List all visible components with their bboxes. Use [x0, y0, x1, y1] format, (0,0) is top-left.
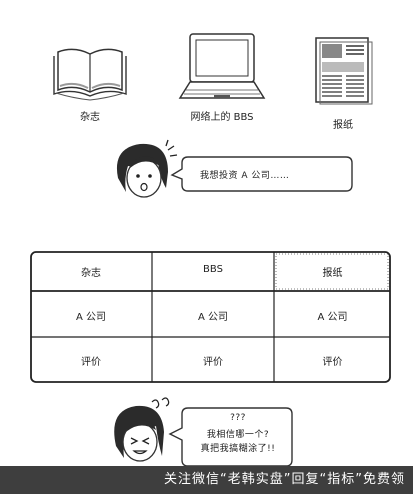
bbs-label: 网络上的 BBS [190, 112, 254, 123]
newspaper-label: 报纸 [333, 120, 353, 131]
comparison-table: 杂志 BBS 报纸 A 公司 A 公司 A 公司 评价 评价 评价 [30, 251, 391, 383]
speech-top-text: 我想投资 A 公司…… [200, 171, 290, 181]
footer-banner: 关注微信“老韩实盘”回复“指标”免费领 [0, 466, 413, 494]
table-header-magazine: 杂志 [81, 268, 101, 279]
speech-bottom-line2: 我相信哪一个? [206, 430, 270, 440]
laptop-icon [178, 33, 266, 99]
table-cell-company-1: A 公司 [75, 312, 107, 323]
table-cell-rating-3: 评价 [322, 357, 343, 368]
table-cell-rating-2: 评价 [203, 357, 223, 368]
table-header-newspaper: 报纸 [322, 268, 343, 279]
book-icon [53, 48, 127, 101]
table-cell-rating-1: 评价 [81, 357, 101, 368]
table-cell-company-2: A 公司 [197, 312, 229, 323]
speech-bubble-top [170, 156, 353, 192]
speech-bubble-bottom [168, 407, 293, 467]
speech-bottom-line3: 真把我搞糊涂了!! [200, 444, 276, 454]
speech-bottom-line1: ??? [230, 413, 246, 423]
table-header-bbs: BBS [203, 264, 223, 275]
table-cell-company-3: A 公司 [317, 312, 348, 323]
woman-thinking-icon [116, 139, 178, 198]
newspaper-icon [315, 37, 373, 105]
woman-confused-icon [114, 397, 170, 462]
magazine-label: 杂志 [80, 112, 100, 123]
